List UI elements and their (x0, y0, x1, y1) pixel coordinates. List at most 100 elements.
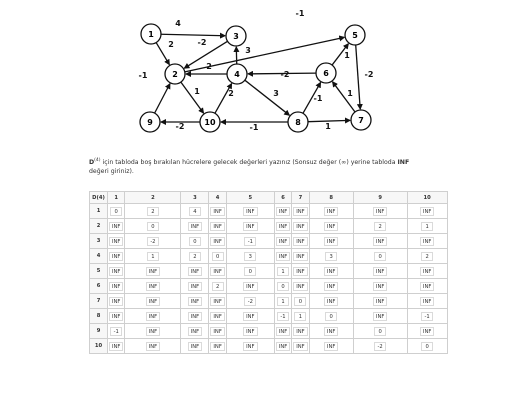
cell-input-field[interactable]: INF (419, 326, 435, 336)
cell-input-field[interactable]: INF (323, 206, 339, 216)
cell-input-field[interactable]: INF (187, 221, 203, 231)
cell-input-field[interactable]: 0 (374, 326, 387, 336)
cell-input-field[interactable]: INF (145, 296, 161, 306)
cell-input-field[interactable]: 1 (277, 266, 290, 276)
cell-input-field[interactable]: INF (372, 266, 388, 276)
cell-input-field[interactable]: INF (293, 281, 308, 291)
cell-input-field[interactable]: INF (419, 281, 435, 291)
cell-input-field[interactable]: INF (187, 296, 203, 306)
cell-input-field[interactable]: INF (109, 236, 124, 246)
cell-input-field[interactable]: INF (419, 266, 435, 276)
cell-input-field[interactable]: INF (293, 266, 308, 276)
cell-input-field[interactable]: INF (145, 341, 161, 351)
cell-input-field[interactable]: INF (323, 281, 339, 291)
cell-input-field[interactable]: -1 (421, 311, 434, 321)
cell-input-field[interactable]: 3 (244, 251, 257, 261)
cell-input-field[interactable]: INF (372, 311, 388, 321)
cell-input-field[interactable]: INF (187, 326, 203, 336)
cell-input-field[interactable]: INF (210, 221, 225, 231)
cell-input-field[interactable]: INF (293, 206, 308, 216)
cell-input-field[interactable]: INF (210, 206, 225, 216)
cell-input-field[interactable]: 2 (211, 281, 224, 291)
cell-input-field[interactable]: INF (372, 236, 388, 246)
cell-input-field[interactable]: INF (293, 341, 308, 351)
cell-input-field[interactable]: INF (145, 311, 161, 321)
cell-input-field[interactable]: -2 (146, 236, 159, 246)
cell-input-field[interactable]: 0 (188, 236, 201, 246)
cell-input-field[interactable]: INF (323, 236, 339, 246)
cell-input-field[interactable]: INF (275, 341, 291, 351)
cell-input-field[interactable]: INF (187, 311, 203, 321)
cell-input-field[interactable]: INF (145, 266, 161, 276)
cell-input-field[interactable]: INF (187, 341, 203, 351)
cell-input-field[interactable]: INF (293, 251, 308, 261)
cell-input-field[interactable]: INF (243, 206, 258, 216)
cell-input-field[interactable]: INF (275, 236, 291, 246)
cell-input-field[interactable]: INF (323, 341, 339, 351)
cell-input-field[interactable]: INF (109, 251, 124, 261)
cell-input-field[interactable]: INF (323, 266, 339, 276)
cell-input-field[interactable]: 0 (110, 206, 123, 216)
cell-input-field[interactable]: INF (210, 341, 225, 351)
cell-input-field[interactable]: INF (145, 281, 161, 291)
cell-input-field[interactable]: INF (109, 296, 124, 306)
cell-input-field[interactable]: 2 (188, 251, 201, 261)
cell-input-field[interactable]: INF (275, 326, 291, 336)
cell-input-field[interactable]: 2 (146, 206, 159, 216)
cell-input-field[interactable]: INF (210, 311, 225, 321)
cell-input-field[interactable]: 0 (244, 266, 257, 276)
cell-input-field[interactable]: INF (372, 206, 388, 216)
cell-input-field[interactable]: -1 (110, 326, 123, 336)
cell-input-field[interactable]: INF (293, 326, 308, 336)
cell-input-field[interactable]: INF (243, 311, 258, 321)
cell-input-field[interactable]: INF (275, 221, 291, 231)
cell-input-field[interactable]: 0 (421, 341, 434, 351)
cell-input-field[interactable]: 2 (421, 251, 434, 261)
cell-input-field[interactable]: INF (243, 341, 258, 351)
cell-input-field[interactable]: INF (109, 341, 124, 351)
cell-input-field[interactable]: INF (243, 281, 258, 291)
cell-input-field[interactable]: INF (109, 311, 124, 321)
cell-input-field[interactable]: INF (419, 236, 435, 246)
cell-input-field[interactable]: 1 (146, 251, 159, 261)
cell-input-field[interactable]: INF (210, 296, 225, 306)
cell-input-field[interactable]: 1 (277, 296, 290, 306)
cell-input-field[interactable]: INF (210, 266, 225, 276)
cell-input-field[interactable]: INF (293, 221, 308, 231)
cell-input-field[interactable]: 0 (294, 296, 307, 306)
cell-input-field[interactable]: -2 (244, 296, 257, 306)
cell-input-field[interactable]: INF (187, 281, 203, 291)
cell-input-field[interactable]: -2 (374, 341, 387, 351)
cell-input-field[interactable]: INF (210, 326, 225, 336)
cell-input-field[interactable]: INF (109, 281, 124, 291)
cell-input-field[interactable]: INF (243, 221, 258, 231)
cell-input-field[interactable]: 0 (211, 251, 224, 261)
cell-input-field[interactable]: INF (323, 296, 339, 306)
cell-input-field[interactable]: INF (145, 326, 161, 336)
cell-input-field[interactable]: 4 (188, 206, 201, 216)
cell-input-field[interactable]: INF (275, 206, 291, 216)
cell-input-field[interactable]: 3 (325, 251, 338, 261)
cell-input-field[interactable]: INF (109, 266, 124, 276)
cell-input-field[interactable]: INF (372, 281, 388, 291)
cell-input-field[interactable]: 1 (421, 221, 434, 231)
cell-input-field[interactable]: INF (210, 236, 225, 246)
cell-input-field[interactable]: 0 (325, 311, 338, 321)
cell-input-field[interactable]: INF (293, 236, 308, 246)
cell-input-field[interactable]: 0 (374, 251, 387, 261)
cell-input-field[interactable]: INF (109, 221, 124, 231)
cell-input-field[interactable]: INF (419, 206, 435, 216)
cell-input-field[interactable]: INF (275, 251, 291, 261)
cell-input-field[interactable]: INF (187, 266, 203, 276)
cell-input-field[interactable]: INF (323, 326, 339, 336)
cell-input-field[interactable]: -1 (277, 311, 290, 321)
cell-input-field[interactable]: INF (243, 326, 258, 336)
cell-input-field[interactable]: INF (372, 296, 388, 306)
cell-input-field[interactable]: -1 (244, 236, 257, 246)
cell-input-field[interactable]: INF (323, 221, 339, 231)
cell-input-field[interactable]: INF (419, 296, 435, 306)
cell-input-field[interactable]: 1 (294, 311, 307, 321)
cell-input-field[interactable]: 0 (146, 221, 159, 231)
cell-input-field[interactable]: 2 (374, 221, 387, 231)
cell-input-field[interactable]: 0 (277, 281, 290, 291)
